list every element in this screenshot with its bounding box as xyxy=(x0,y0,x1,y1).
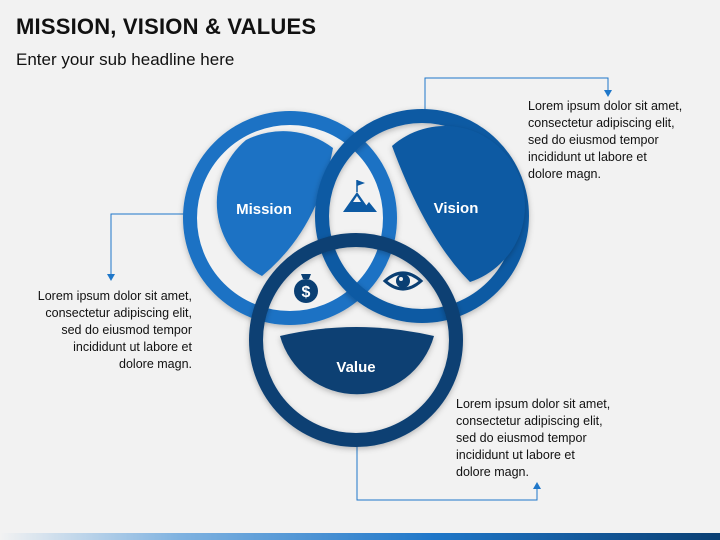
svg-text:$: $ xyxy=(302,284,311,301)
connector-vision xyxy=(424,77,612,110)
vision-label: Vision xyxy=(434,200,479,217)
page-title: MISSION, VISION & VALUES xyxy=(16,14,317,39)
bottom-accent-bar xyxy=(0,533,720,540)
page-subtitle: Enter your sub headline here xyxy=(16,50,235,69)
mission-description: Lorem ipsum dolor sit amet, consectetur … xyxy=(37,289,192,371)
value-label: Value xyxy=(336,359,375,376)
vision-description: Lorem ipsum dolor sit amet, consectetur … xyxy=(528,99,683,181)
mountain-flag-icon xyxy=(343,180,377,212)
connector-mission xyxy=(107,213,188,281)
value-segment[interactable]: Value xyxy=(249,233,463,447)
mission-label: Mission xyxy=(236,201,292,218)
value-description: Lorem ipsum dolor sit amet, consectetur … xyxy=(456,397,611,479)
eye-icon xyxy=(382,271,424,291)
money-bag-icon: $ xyxy=(294,274,318,303)
connector-value xyxy=(356,442,541,501)
vision-segment[interactable]: Vision xyxy=(315,109,529,323)
